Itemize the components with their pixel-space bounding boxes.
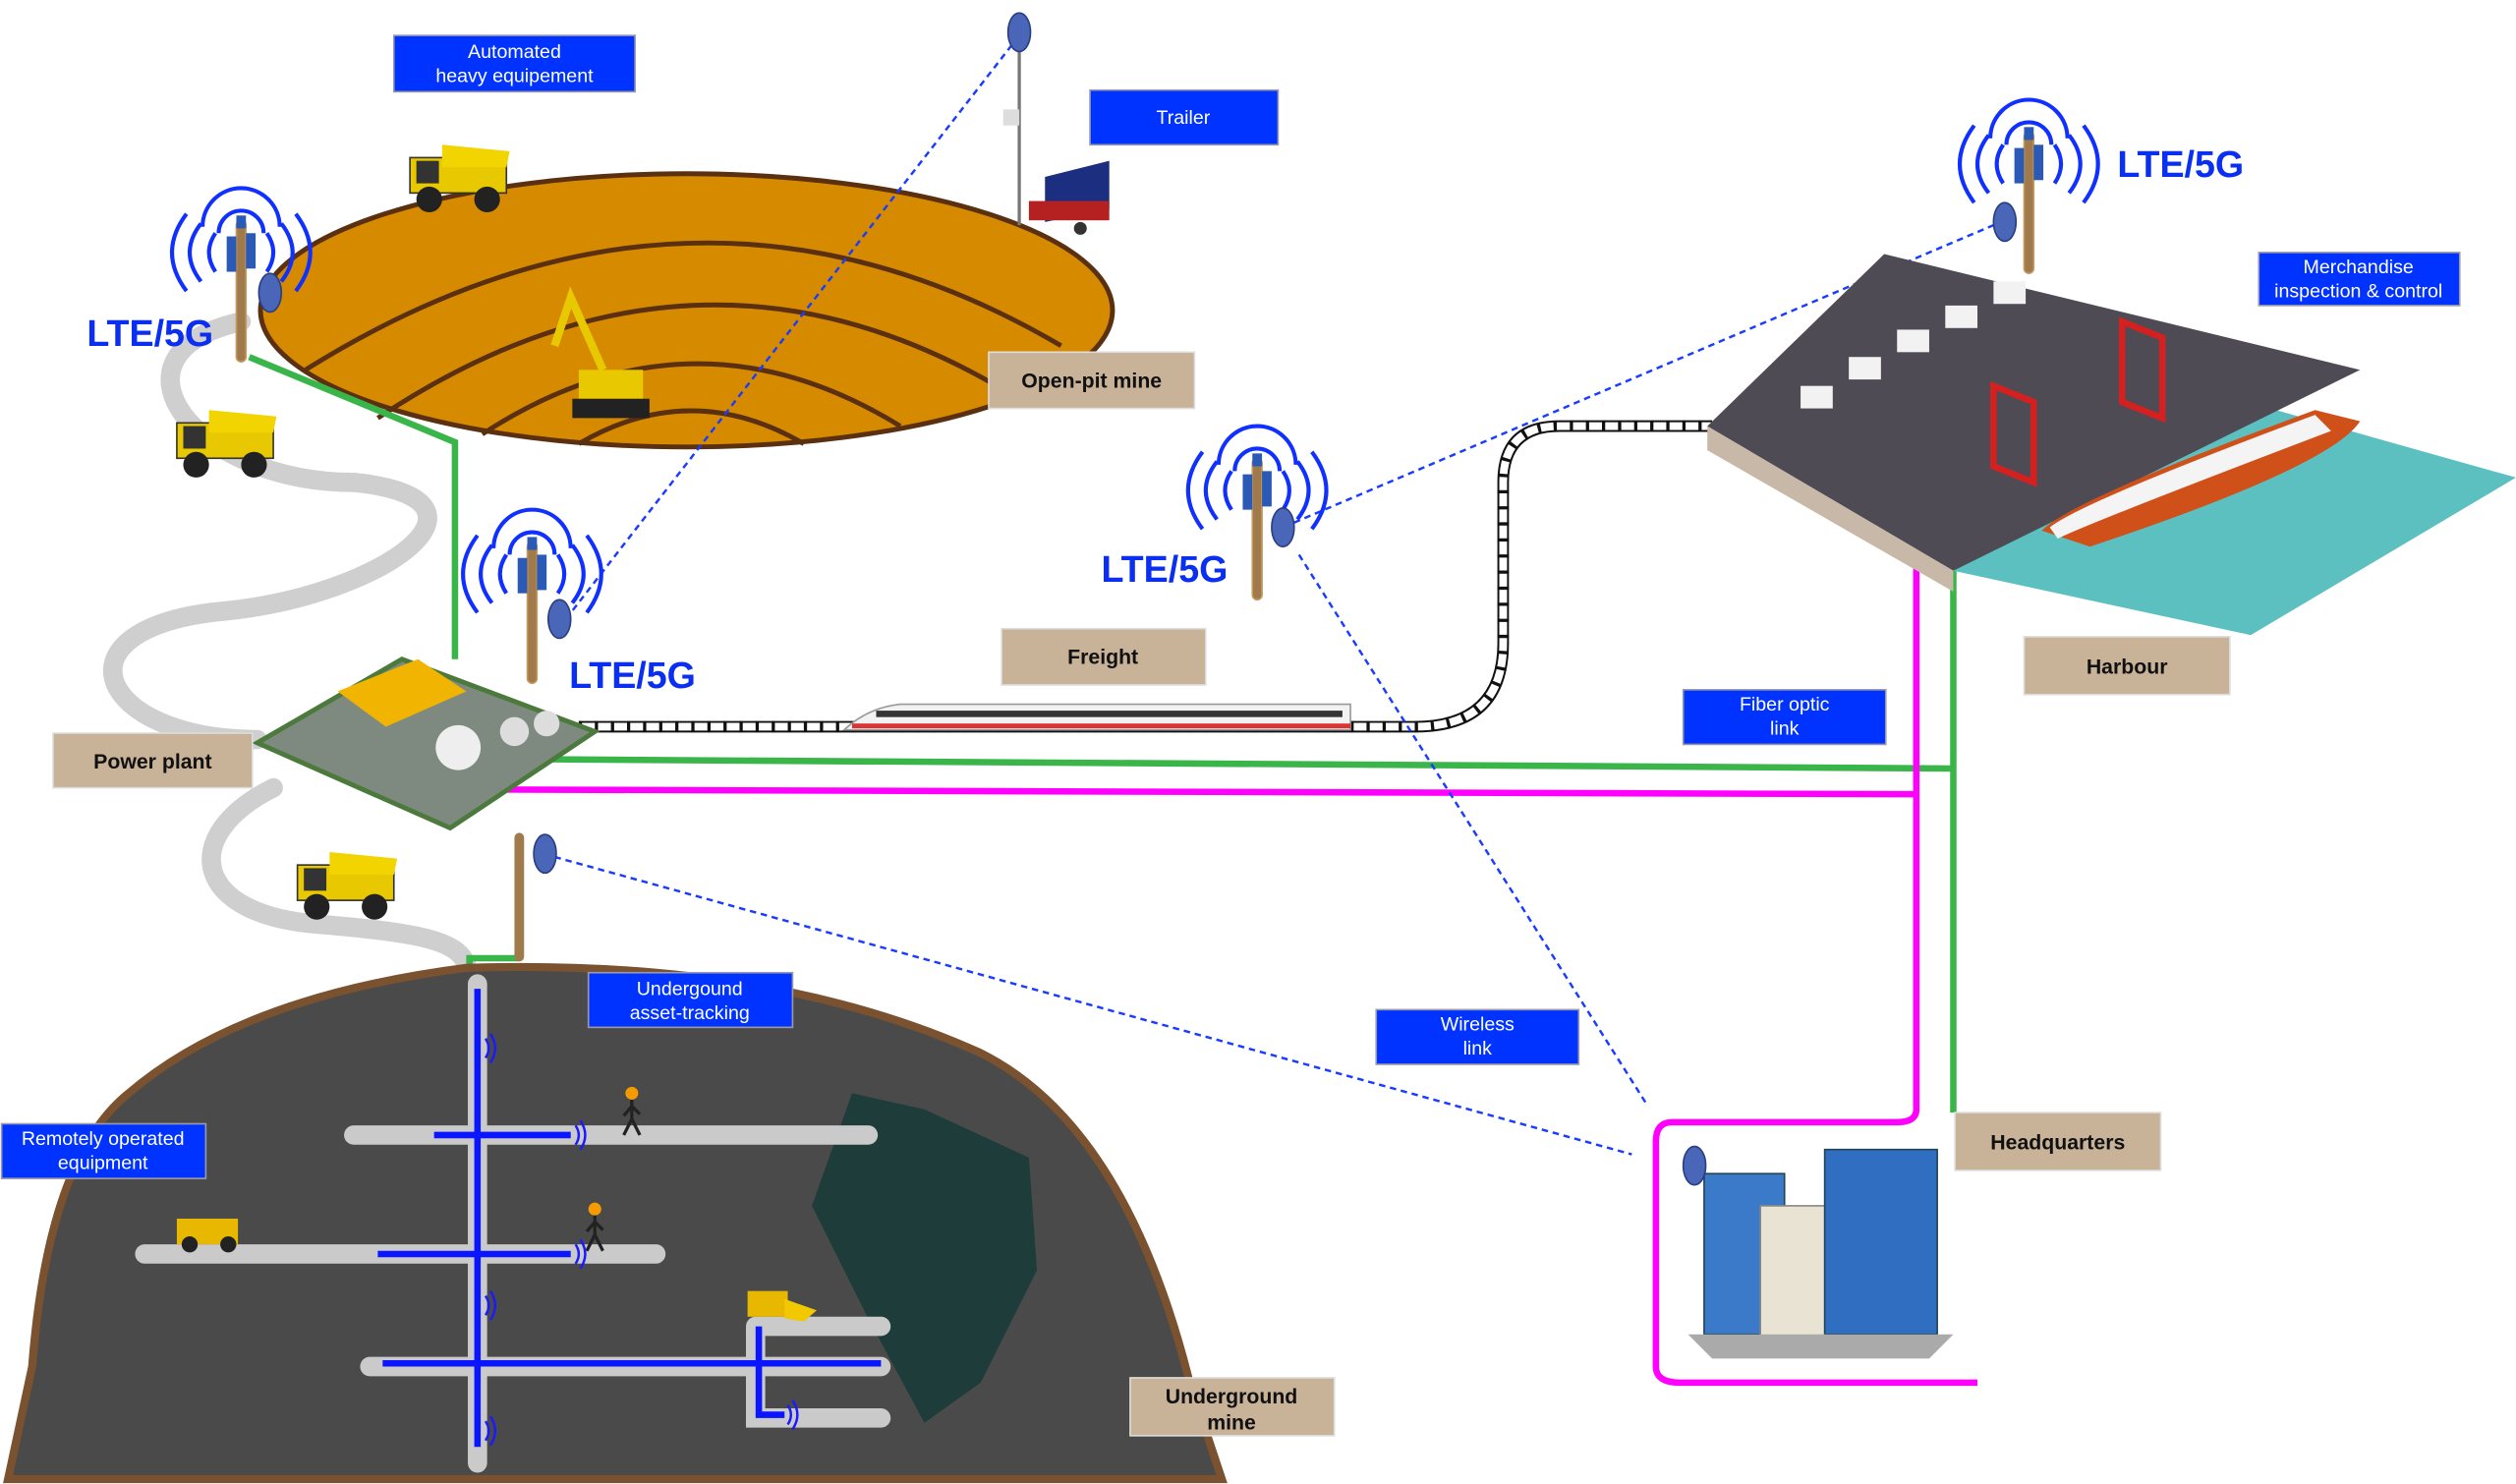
svg-text:Freight: Freight	[1067, 646, 1138, 669]
underground-mine	[3, 962, 1228, 1484]
tower-label: LTE/5G	[2117, 143, 2244, 185]
dish-antenna-icon	[257, 272, 283, 314]
svg-text:asset-tracking: asset-tracking	[630, 1002, 750, 1024]
svg-text:Undergound: Undergound	[637, 979, 743, 1000]
cell-tower-icon	[1960, 100, 2098, 274]
haul-road	[103, 312, 477, 975]
dish-antenna-icon	[546, 599, 572, 640]
site-label-underground-mine: Underground mine	[1129, 1377, 1336, 1437]
haul-truck-icon	[296, 851, 398, 921]
svg-text:Headquarters: Headquarters	[1990, 1131, 2125, 1155]
solar-trailer-icon	[1002, 31, 1110, 235]
office-buildings-icon	[1687, 1148, 1954, 1359]
svg-text:Merchandise: Merchandise	[2304, 257, 2414, 278]
tower-label: LTE/5G	[86, 313, 213, 354]
svg-text:Underground: Underground	[1166, 1385, 1298, 1408]
dish-antenna-icon	[1006, 12, 1032, 53]
site-label-power-plant: Power plant	[52, 732, 254, 789]
svg-text:mine: mine	[1207, 1410, 1256, 1434]
tower-label: LTE/5G	[569, 655, 696, 696]
svg-text:Wireless: Wireless	[1441, 1014, 1515, 1036]
svg-text:link: link	[1770, 718, 1800, 740]
wireless-link	[554, 855, 1632, 1156]
svg-text:Trailer: Trailer	[1157, 107, 1211, 129]
label-remotely-operated-equipment: Remotely operated equipment	[0, 1122, 207, 1179]
svg-text:Automated: Automated	[468, 41, 561, 63]
label-wireless-link: Wireless link	[1375, 1008, 1580, 1065]
harbour-icon	[1707, 254, 2516, 636]
train-icon	[841, 703, 1351, 731]
dish-antenna-icon	[1271, 507, 1295, 548]
svg-text:Fiber optic: Fiber optic	[1740, 694, 1830, 715]
site-label-open-pit-mine: Open-pit mine	[988, 351, 1196, 410]
site-label-freight: Freight	[1001, 627, 1207, 686]
open-pit-mine	[257, 171, 1115, 450]
ore-rock-icon	[812, 1093, 1038, 1423]
dish-antenna-icon	[533, 833, 557, 875]
label-merchandise-inspection: Merchandise inspection & control	[2258, 252, 2461, 307]
svg-text:Harbour: Harbour	[2087, 655, 2168, 678]
site-label-headquarters: Headquarters	[1954, 1112, 2162, 1171]
svg-text:Remotely operated: Remotely operated	[22, 1128, 185, 1150]
dish-antenna-icon	[1682, 1145, 1707, 1186]
site-label-harbour: Harbour	[2023, 636, 2231, 696]
label-trailer: Trailer	[1089, 88, 1280, 146]
svg-text:heavy equipement: heavy equipement	[435, 66, 594, 87]
fiber-green-link	[248, 354, 1957, 1113]
svg-text:link: link	[1463, 1038, 1493, 1059]
loader-icon	[176, 1219, 239, 1253]
wireless-link	[1297, 553, 1649, 1108]
loader-icon	[747, 1290, 817, 1322]
tower-label: LTE/5G	[1102, 548, 1229, 590]
pole	[514, 832, 525, 962]
fiber-magenta-link	[466, 562, 1978, 1387]
svg-text:Open-pit mine: Open-pit mine	[1021, 369, 1162, 392]
svg-text:inspection & control: inspection & control	[2274, 281, 2442, 303]
svg-text:equipment: equipment	[58, 1152, 148, 1173]
power-plant-icon	[252, 656, 600, 831]
label-automated-heavy-equipment: Automated heavy equipement	[392, 34, 636, 93]
label-underground-asset-tracking: Undergound asset-tracking	[587, 971, 794, 1029]
label-fiber-optic-link: Fiber optic link	[1682, 689, 1887, 746]
svg-text:Power plant: Power plant	[93, 750, 211, 773]
dish-antenna-icon	[1992, 201, 2018, 243]
railway	[578, 420, 1713, 733]
excavator-icon	[550, 286, 650, 419]
